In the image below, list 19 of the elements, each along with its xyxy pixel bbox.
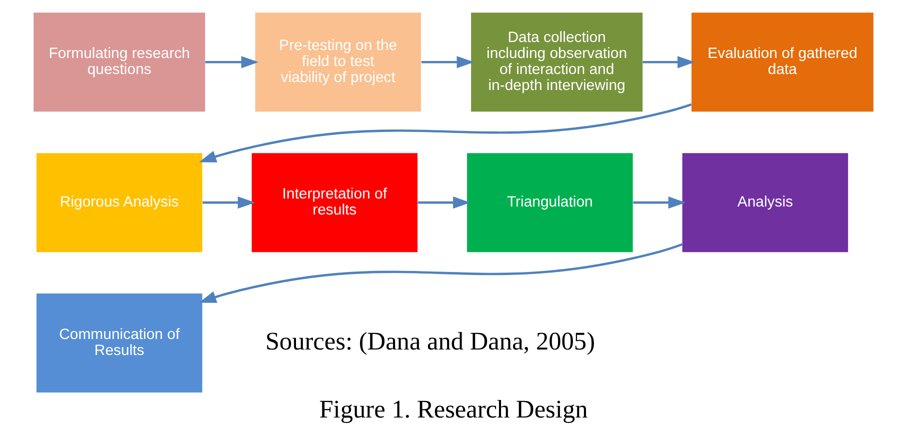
arrow (421, 56, 474, 68)
node-box: Communication of Results (36, 294, 202, 393)
node-box: Interpretation of results (252, 153, 418, 252)
node-box: Rigorous Analysis (36, 153, 202, 252)
label: Sources: (Dana and Dana, 2005) (265, 327, 596, 356)
arrow (205, 56, 259, 68)
node-box: Data collection including observation of interaction and in-depth interviewing (471, 12, 643, 112)
caption: Figure 1. Research Design (319, 395, 588, 424)
node-box: Analysis (682, 153, 848, 252)
arrow (642, 56, 695, 68)
arrow (418, 196, 470, 209)
node-box: Formulating research questions (34, 12, 206, 112)
node-box: Evaluation of gathered data (692, 12, 874, 112)
arrow (202, 196, 256, 209)
arrow (633, 196, 686, 209)
node-box: Triangulation (467, 153, 633, 252)
node-box: Pre-testing on the field to test viability of project (255, 12, 421, 112)
arrow (198, 103, 692, 162)
arrow (198, 243, 683, 303)
